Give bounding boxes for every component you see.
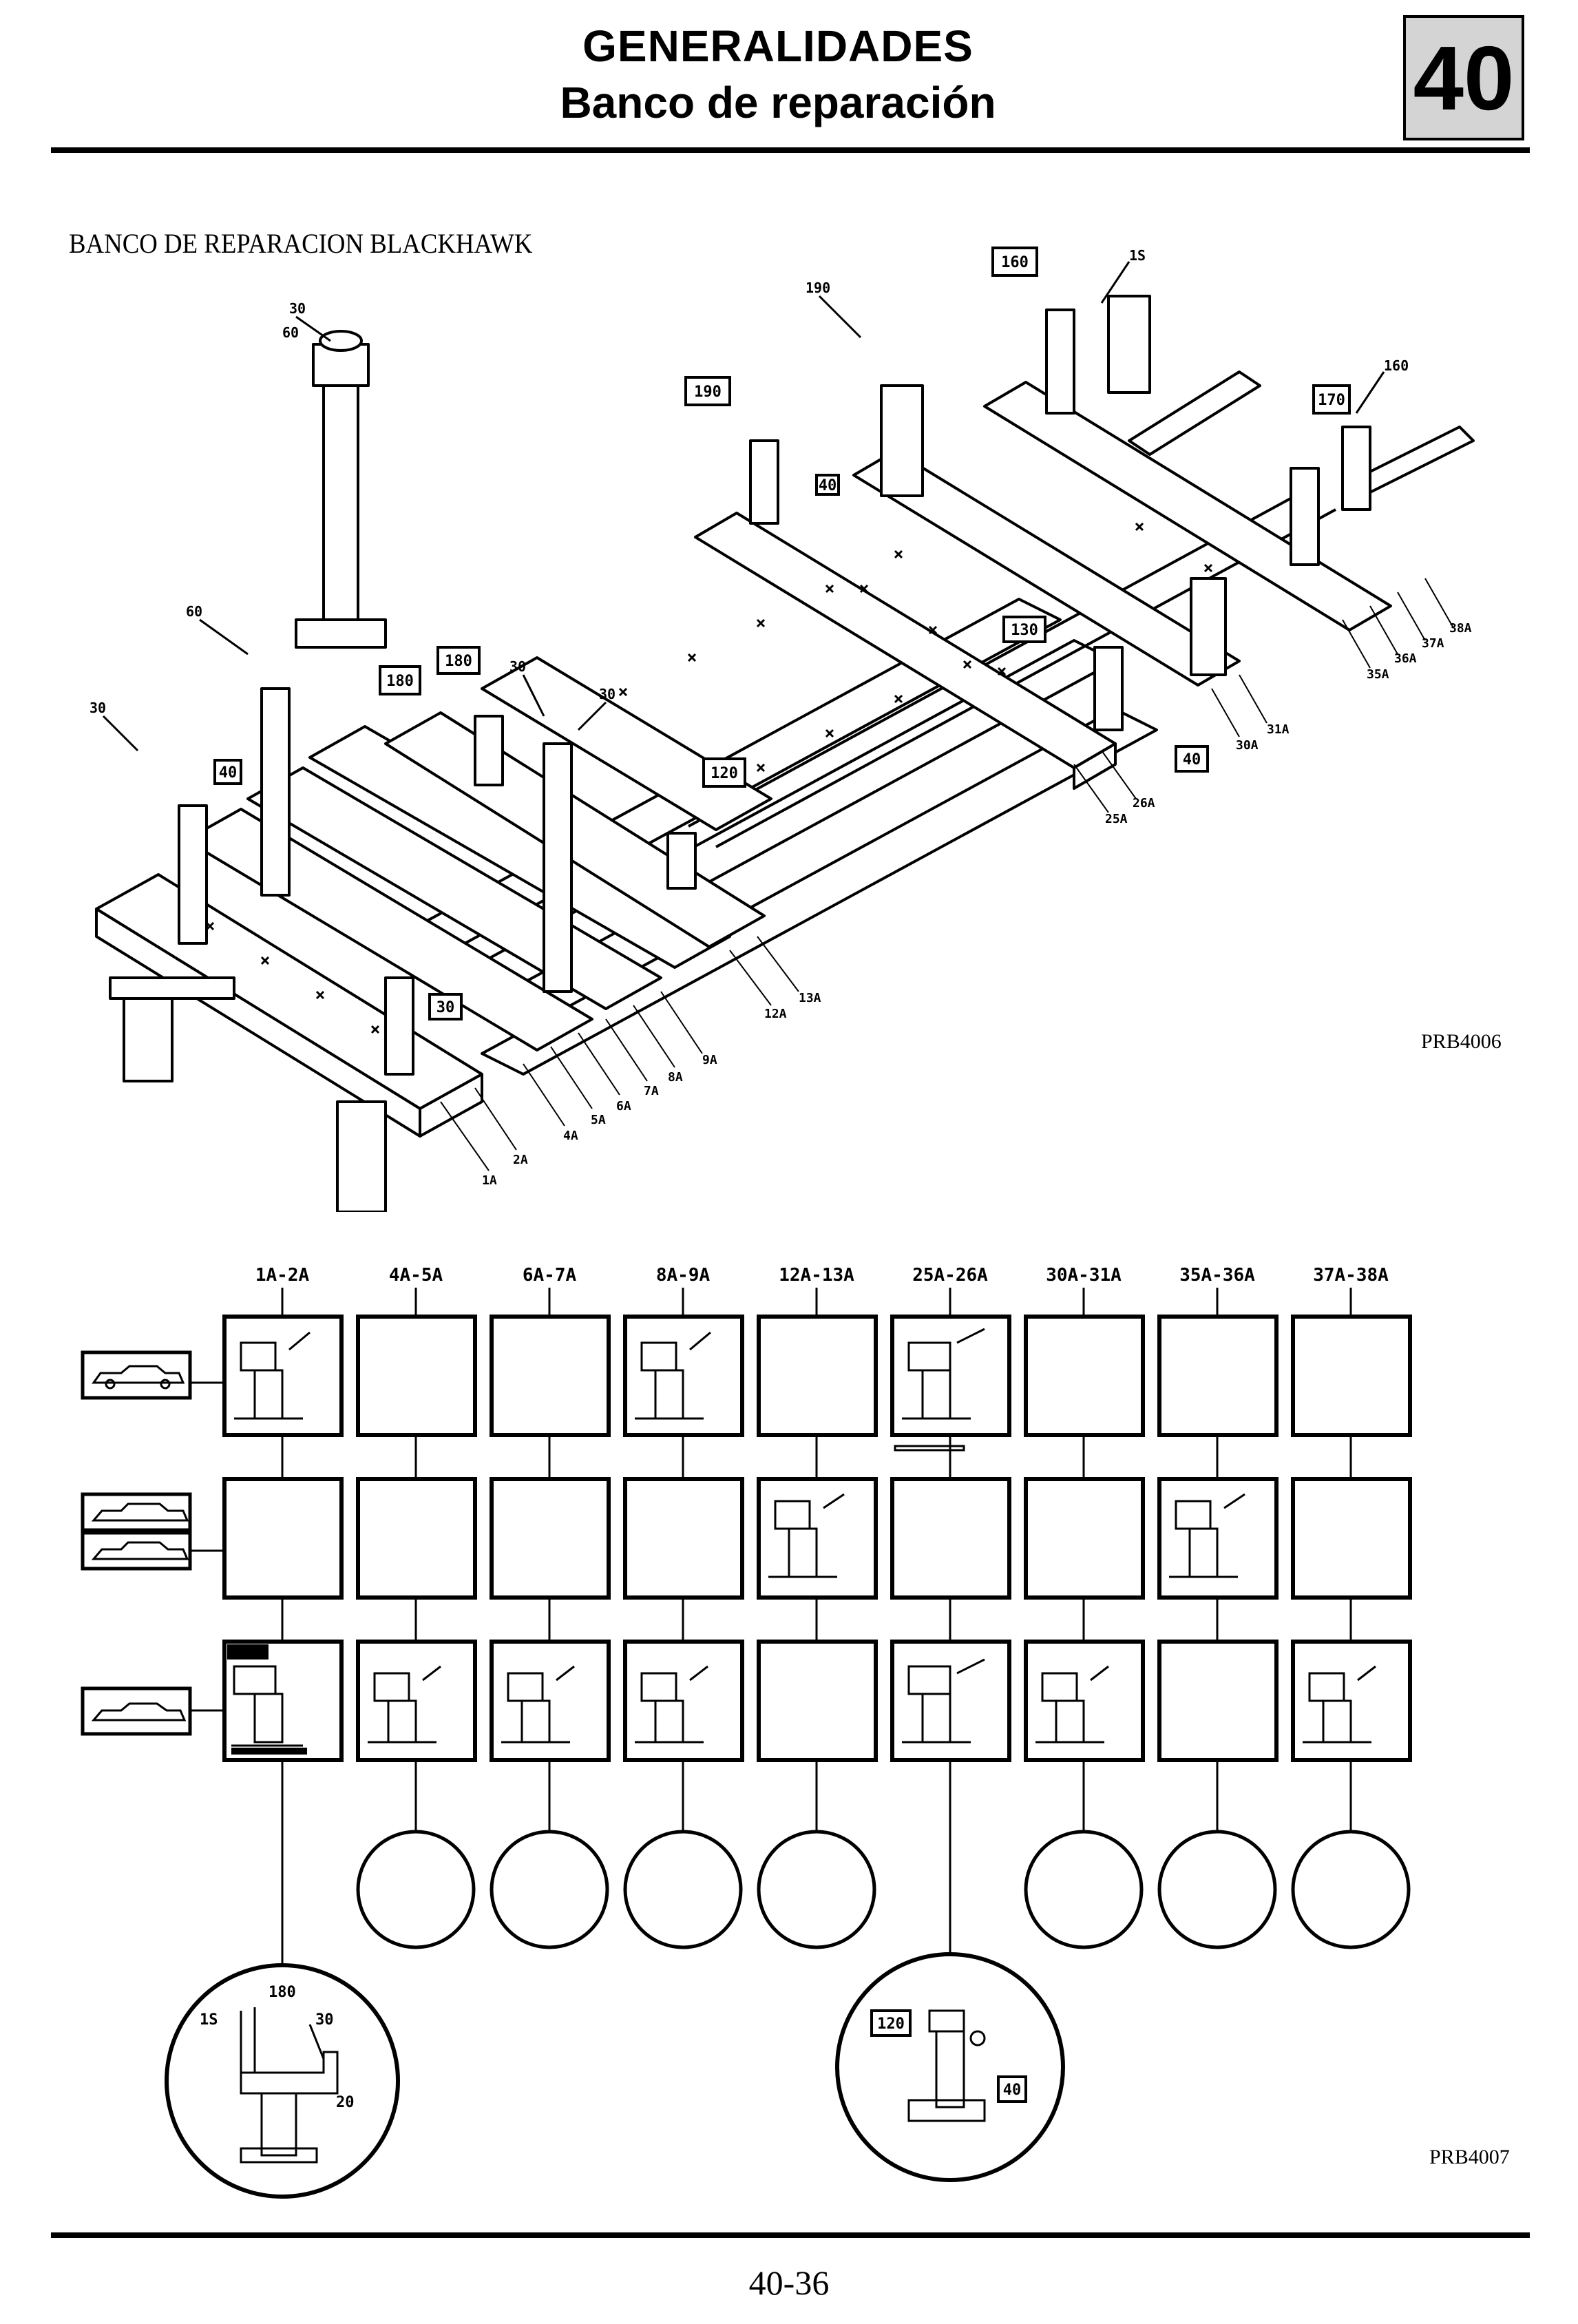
rail-label: 5A (591, 1113, 606, 1127)
callout-label: 120 (711, 765, 738, 782)
page-number: 40-36 (748, 2263, 830, 2302)
detail-callout: 1S (200, 2011, 218, 2029)
rail-label: 31A (1267, 722, 1290, 737)
detail-callout: 180 (269, 1984, 296, 2001)
header-rule (51, 147, 1530, 153)
column-header: 6A-7A (523, 1265, 577, 1286)
callout-label: 30 (289, 300, 306, 317)
callout-label: 190 (806, 280, 830, 296)
rail-label: 25A (1105, 812, 1128, 826)
rail-label: 2A (513, 1153, 528, 1167)
detail-callout: 40 (1003, 2082, 1022, 2099)
detail-callout: 30 (315, 2011, 334, 2029)
callout-label: 30 (509, 658, 526, 675)
car-sedan-icon (92, 1365, 185, 1384)
detail-callout: 20 (336, 2094, 355, 2111)
callout-label: 60 (186, 603, 202, 620)
figure-reference: PRB4006 (1421, 1030, 1502, 1053)
column-header: 1A-2A (255, 1265, 310, 1286)
callout-label: 40 (1183, 751, 1201, 768)
callout-label: 30 (436, 999, 455, 1016)
rail-label: 38A (1449, 621, 1472, 636)
rail-label: 12A (764, 1007, 787, 1021)
callout-label: 160 (1384, 357, 1409, 374)
column-header: 25A-26A (912, 1265, 988, 1286)
callout-label: 170 (1318, 392, 1345, 409)
rail-label: 7A (644, 1084, 659, 1098)
rail-label: 36A (1394, 651, 1417, 666)
rail-label: 26A (1133, 796, 1155, 810)
rail-label: 8A (668, 1070, 683, 1085)
figure-bench-isometric: 160 190 170 130 40 120 180 180 40 30 40 … (90, 247, 1475, 1212)
callout-label: 190 (694, 384, 722, 401)
rail-label: 35A (1367, 667, 1389, 682)
car-hatchback-icon (91, 1541, 189, 1560)
document-subtitle: Banco de reparación (560, 78, 996, 127)
column-header: 4A-5A (389, 1265, 443, 1286)
rail-label: 6A (616, 1099, 631, 1113)
figure-reference: PRB4007 (1429, 2146, 1510, 2168)
column-header: 30A-31A (1046, 1265, 1122, 1286)
document-title: GENERALIDADES (582, 21, 974, 71)
footer-rule (51, 2232, 1530, 2238)
detail-callout: 120 (877, 2016, 905, 2033)
section-title: BANCO DE REPARACION BLACKHAWK (69, 228, 533, 259)
rail-label: 4A (563, 1129, 578, 1143)
callout-label: 30 (599, 686, 616, 702)
callout-label: 180 (445, 653, 472, 670)
rail-label: 30A (1236, 738, 1259, 753)
column-header: 37A-38A (1313, 1265, 1389, 1286)
callout-label: 180 (386, 673, 414, 690)
chapter-number-badge: 40 (1403, 15, 1524, 140)
callout-label: 160 (1001, 254, 1029, 271)
rail-label: 37A (1422, 636, 1444, 651)
callout-label: 1S (1129, 247, 1146, 264)
column-header: 8A-9A (656, 1265, 711, 1286)
rail-label: 13A (799, 991, 821, 1005)
callout-label: 40 (219, 764, 238, 782)
rail-label: 9A (702, 1053, 717, 1067)
rail-label: 1A (482, 1173, 497, 1188)
column-header: 12A-13A (779, 1265, 854, 1286)
callout-label: 130 (1011, 622, 1038, 639)
callout-label: 30 (90, 700, 106, 716)
car-coupe-icon (91, 1702, 187, 1721)
car-hatchback-icon (91, 1503, 189, 1522)
callout-label: 60 (282, 324, 299, 341)
column-header: 35A-36A (1179, 1265, 1255, 1286)
callout-label: 40 (819, 477, 837, 494)
